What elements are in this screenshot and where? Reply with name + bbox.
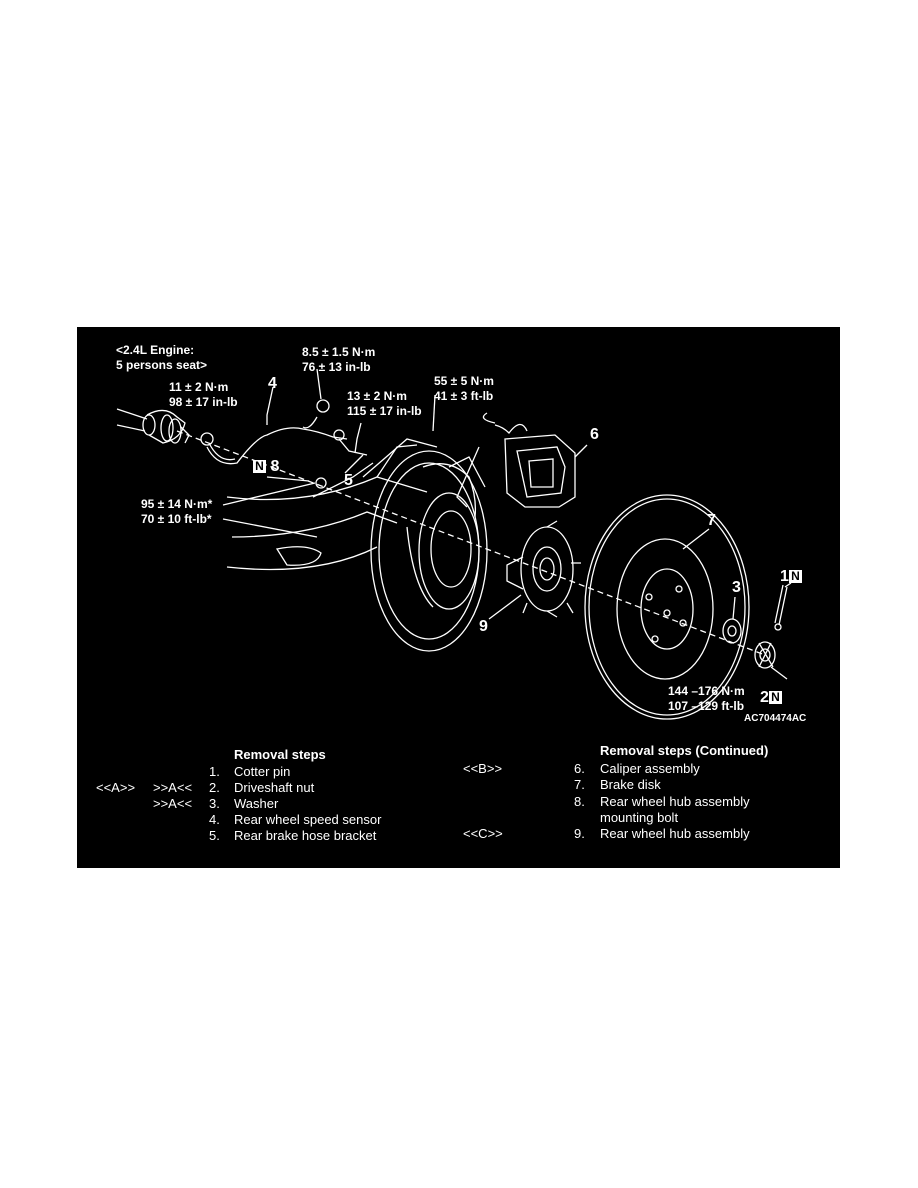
- step-number: 4.: [209, 812, 220, 827]
- torque-value-nm: 8.5 ± 1.5 N·m: [302, 345, 376, 359]
- step-procedure-ref: <<A>>: [96, 780, 136, 795]
- part-number-6: 6: [590, 426, 599, 443]
- step-number: 1.: [209, 764, 220, 779]
- step-number: 8.: [574, 794, 585, 809]
- part-number-8-label: N 8: [253, 458, 280, 475]
- torque-value-ftlb: 41 ± 3 ft-lb: [434, 389, 494, 403]
- step-label: Washer: [234, 796, 279, 811]
- step-label: Caliper assembly: [600, 761, 700, 776]
- step-label: Cotter pin: [234, 764, 291, 779]
- step-procedure-ref: <<B>>: [463, 761, 503, 776]
- part-number-1: 1: [780, 568, 789, 585]
- step-number: 6.: [574, 761, 585, 776]
- speed-sensor-harness-drawing: [200, 399, 368, 465]
- torque-value-ftlb: 70 ± 10 ft-lb*: [141, 512, 212, 526]
- torque-value-inlb: 76 ± 13 in-lb: [302, 360, 371, 374]
- step-procedure-ref: >>A<<: [153, 780, 193, 795]
- torque-spec-hub-bolt: 95 ± 14 N·m* 70 ± 10 ft-lb*: [141, 497, 212, 527]
- step-label: Rear wheel hub assembly: [600, 826, 750, 841]
- torque-spec-caliper-bolt: 55 ± 5 N·m 41 ± 3 ft-lb: [434, 374, 494, 404]
- step-number: 5.: [209, 828, 220, 843]
- fasteners-drawing: [722, 584, 788, 669]
- removal-steps-continued-heading: Removal steps (Continued): [600, 743, 769, 758]
- part-number-4: 4: [268, 375, 277, 392]
- torque-value-nm: 55 ± 5 N·m: [434, 374, 494, 388]
- step-number: 2.: [209, 780, 220, 795]
- step-label: Rear wheel speed sensor: [234, 812, 382, 827]
- torque-spec-driveshaft-nut: 144 –176 N·m 107 –129 ft-lb: [668, 684, 745, 714]
- step-label: Rear wheel hub assembly: [600, 794, 750, 809]
- engine-note-line2: 5 persons seat>: [116, 358, 208, 372]
- diagram-panel: <2.4L Engine: 5 persons seat> 8.5 ± 1.5 …: [77, 327, 840, 868]
- step-number: 3.: [209, 796, 220, 811]
- part-number-2: 2: [760, 689, 769, 706]
- torque-value-nm: 95 ± 14 N·m*: [141, 497, 213, 511]
- exploded-view-drawing: [116, 368, 792, 720]
- torque-value-inlb: 115 ± 17 in-lb: [347, 404, 422, 418]
- part-number-8: 8: [270, 458, 280, 475]
- step-number: 7.: [574, 777, 585, 792]
- step-label: Driveshaft nut: [234, 780, 315, 795]
- step-procedure-ref: >>A<<: [153, 796, 193, 811]
- torque-value-inlb: 98 ± 17 in-lb: [169, 395, 238, 409]
- step-label: Brake disk: [600, 777, 661, 792]
- step-label-continued: mounting bolt: [600, 810, 679, 825]
- hub-drawing: [506, 520, 581, 618]
- removal-steps-heading: Removal steps: [234, 747, 326, 762]
- brake-disk-drawing: [584, 494, 750, 720]
- part-number-5: 5: [344, 472, 353, 489]
- new-part-mark: N: [768, 691, 782, 705]
- torque-spec-bracket-bolt: 13 ± 2 N·m 115 ± 17 in-lb: [347, 389, 422, 419]
- engine-note: <2.4L Engine: 5 persons seat>: [116, 343, 207, 373]
- step-procedure-ref: <<C>>: [463, 826, 503, 841]
- torque-value-ftlb: 107 –129 ft-lb: [668, 699, 745, 713]
- torque-value-nm: 144 –176 N·m: [668, 684, 745, 698]
- torque-value-nm: 13 ± 2 N·m: [347, 389, 407, 403]
- caliper-drawing: [456, 412, 576, 508]
- center-axis-line: [176, 430, 766, 656]
- figure-code: AC704474AC: [744, 713, 807, 724]
- part-number-7: 7: [707, 512, 716, 529]
- driveshaft-drawing: [116, 408, 190, 444]
- torque-spec-harness-bolt: 11 ± 2 N·m 98 ± 17 in-lb: [169, 380, 238, 410]
- step-number: 9.: [574, 826, 585, 841]
- new-part-mark: N: [253, 460, 266, 474]
- torque-value-nm: 11 ± 2 N·m: [169, 380, 229, 394]
- leader-lines: [222, 368, 792, 680]
- part-number-9: 9: [479, 618, 488, 635]
- part-number-3: 3: [732, 579, 741, 596]
- torque-spec-sensor-bolt: 8.5 ± 1.5 N·m 76 ± 13 in-lb: [302, 345, 375, 375]
- backing-plate-drawing: [370, 450, 488, 652]
- step-label: Rear brake hose bracket: [234, 828, 377, 843]
- engine-note-line1: <2.4L Engine:: [116, 343, 195, 357]
- new-part-mark: N: [788, 570, 802, 584]
